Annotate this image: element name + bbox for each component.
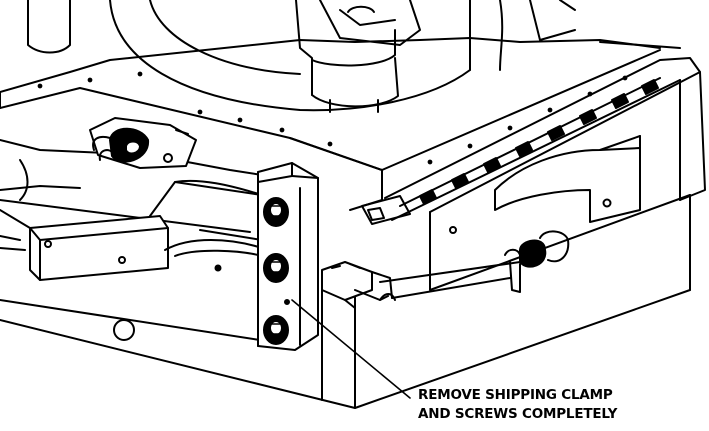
top-housing (0, 0, 661, 171)
shipping-clamp (257, 162, 319, 351)
callout-line-1: REMOVE SHIPPING CLAMP (418, 387, 613, 403)
callout-label: REMOVE SHIPPING CLAMP AND SCREWS COMPLET… (418, 386, 706, 424)
linear-rail (361, 57, 706, 291)
left-carriage (0, 139, 263, 281)
callout-leader (291, 299, 411, 399)
screw-top (263, 197, 289, 227)
callout-line-2: AND SCREWS COMPLETELY (418, 406, 618, 422)
clamp-receiver (321, 261, 521, 401)
lower-knob (504, 230, 570, 293)
screw-bottom (263, 315, 289, 345)
left-knob (89, 117, 197, 169)
screw-middle (263, 253, 289, 283)
